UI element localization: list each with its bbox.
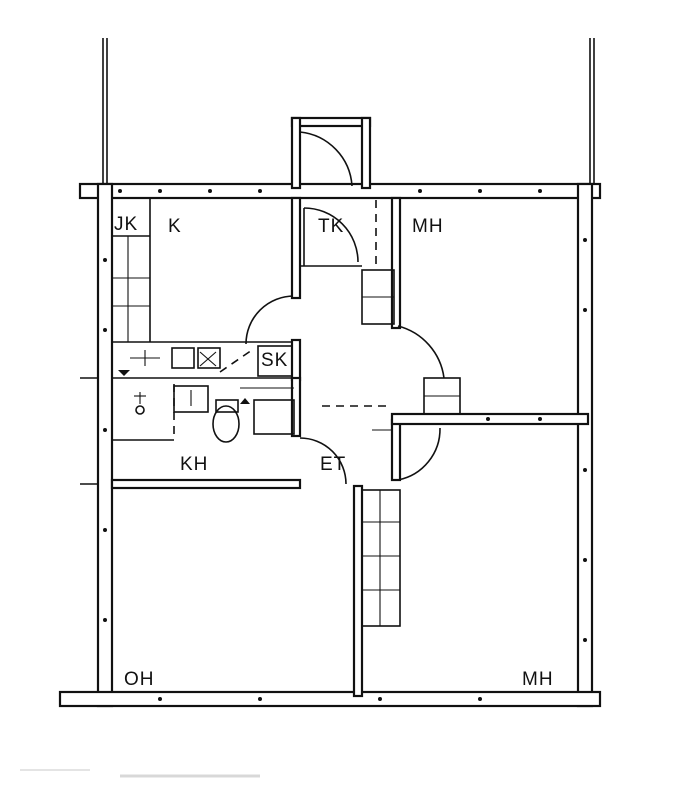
hallway-marks bbox=[322, 405, 392, 431]
room-label-sk: SK bbox=[261, 350, 288, 371]
balcony-rails bbox=[102, 38, 595, 185]
room-label-jk: JK bbox=[114, 214, 138, 235]
scan-marks bbox=[20, 769, 260, 778]
storage-tk bbox=[300, 200, 377, 267]
kitchen-counter bbox=[118, 345, 293, 377]
room-label-mh-bottom: MH bbox=[522, 669, 554, 690]
bathroom-kh bbox=[110, 376, 347, 490]
room-label-oh: OH bbox=[124, 669, 155, 690]
wall-hatching bbox=[103, 189, 587, 701]
room-label-k: K bbox=[168, 216, 182, 237]
exterior-walls bbox=[58, 182, 602, 708]
room-label-tk: TK bbox=[318, 216, 344, 237]
entrance-vestibule bbox=[290, 116, 372, 190]
wardrobe-upper bbox=[390, 377, 590, 481]
room-label-kh: KH bbox=[180, 454, 208, 475]
room-label-mh-top: MH bbox=[412, 216, 444, 237]
hallway-bedroom-wall bbox=[361, 196, 445, 482]
room-label-et: ET bbox=[320, 454, 346, 475]
wardrobe-lower bbox=[352, 484, 401, 698]
